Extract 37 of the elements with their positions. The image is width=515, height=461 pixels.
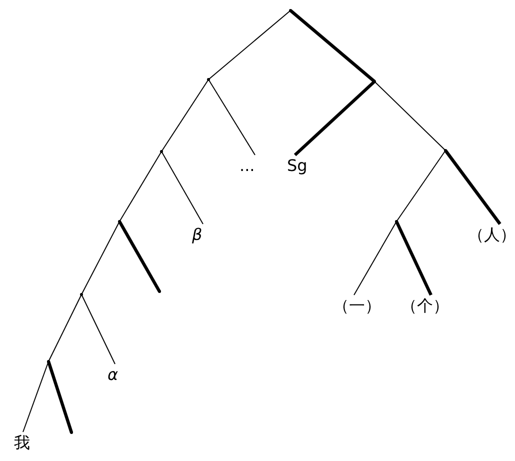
branch-point	[444, 149, 447, 152]
tree-leaf-label: Sg	[287, 156, 308, 176]
tree-branch	[22, 361, 49, 432]
branch-point	[395, 220, 398, 223]
tree-branch	[119, 151, 162, 222]
tree-branch	[161, 151, 204, 224]
branch-point	[289, 9, 292, 12]
tree-branch	[374, 81, 446, 151]
branch-point	[207, 78, 210, 81]
branch-point	[47, 360, 50, 363]
branch-point	[373, 80, 376, 83]
tree-leaf-label: （个）	[401, 296, 449, 316]
branch-point	[158, 290, 161, 293]
tree-branch	[395, 220, 432, 296]
tree-branch	[81, 221, 120, 295]
branch-point	[118, 220, 121, 223]
tree-branch	[48, 294, 82, 362]
tree-branch	[294, 80, 376, 156]
tree-branch	[46, 361, 74, 433]
tree-branch	[208, 10, 291, 80]
branch-point	[80, 293, 83, 296]
branch-point	[160, 150, 163, 153]
tree-leaf-label: （人）	[468, 225, 515, 245]
tree-leaf-label: ...	[240, 156, 255, 176]
tree-branch	[289, 9, 376, 83]
tree-branch	[354, 221, 397, 296]
tree-branch	[118, 220, 161, 292]
tree-branch	[208, 79, 256, 156]
tree-branch	[81, 294, 116, 364]
tree-branch	[444, 150, 502, 225]
tree-leaf-label: （一）	[333, 296, 381, 316]
tree-leaf-label: 我	[14, 433, 30, 453]
branch-point	[70, 431, 73, 434]
tree-branch	[161, 79, 209, 152]
tree-leaf-label: β	[192, 225, 202, 245]
tree-leaf-label: α	[108, 365, 118, 385]
tree-branch	[396, 150, 446, 222]
